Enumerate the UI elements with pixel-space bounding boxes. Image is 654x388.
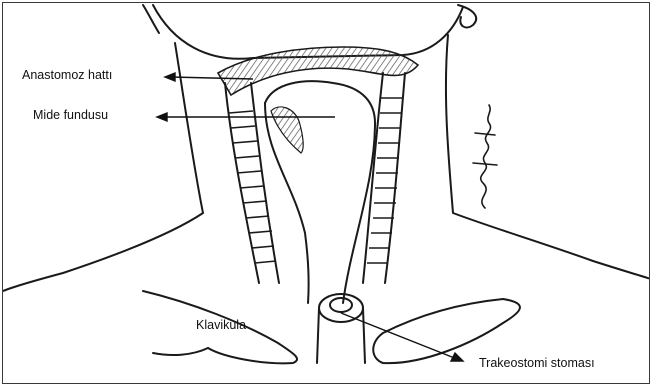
fundus-hatch — [271, 107, 303, 153]
label-trakeostomi: Trakeostomi stoması — [479, 357, 595, 370]
stoma-inner — [330, 298, 352, 312]
artist-signature — [465, 103, 505, 213]
label-anastomoz: Anastomoz hattı — [22, 69, 112, 82]
clavicle-right — [373, 299, 520, 363]
clavicle-left-lower — [153, 348, 208, 355]
label-klavikula: Klavikula — [196, 319, 246, 332]
neck-anatomy-drawing — [3, 3, 650, 384]
arrow-trakeostomi — [341, 313, 457, 359]
left-ear-outline — [143, 5, 159, 33]
illustration-frame: Anastomoz hattı Mide fundusu Klavikula T… — [2, 2, 650, 384]
arrowhead-fundus — [157, 113, 167, 121]
label-fundus: Mide fundusu — [33, 109, 108, 122]
arrowhead-anastomoz — [165, 73, 175, 81]
arrowhead-trakeostomi — [451, 353, 463, 361]
anastomosis-band — [218, 47, 418, 95]
trachea-right-inner — [385, 73, 405, 283]
trachea-right-outer — [363, 73, 383, 283]
right-jaw-outline — [458, 5, 476, 27]
